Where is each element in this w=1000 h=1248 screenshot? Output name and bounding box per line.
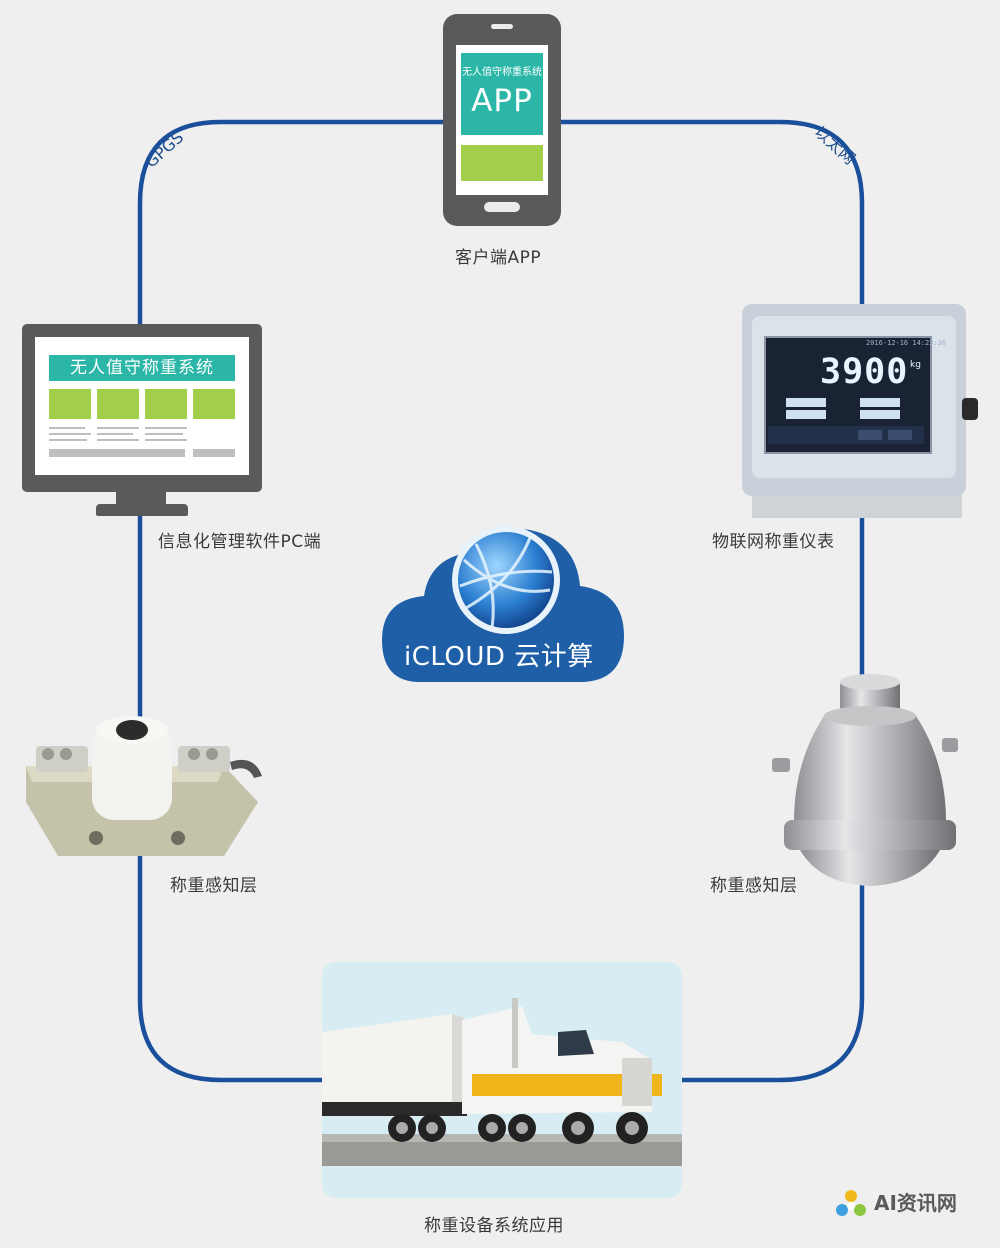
phone-screen: 无人值守称重系统 APP bbox=[456, 45, 548, 195]
monitor-text-line bbox=[145, 433, 183, 435]
app-content-block bbox=[461, 145, 543, 181]
monitor-screen: 无人值守称重系统 bbox=[35, 337, 249, 475]
right-sensor-caption: 称重感知层 bbox=[710, 876, 798, 896]
indicator-caption: 物联网称重仪表 bbox=[712, 532, 835, 552]
monitor-text-line bbox=[49, 439, 87, 441]
monitor-text-line bbox=[97, 433, 133, 435]
app-banner: 无人值守称重系统 APP bbox=[461, 53, 543, 135]
monitor-text-line bbox=[49, 433, 91, 435]
monitor-text-line bbox=[97, 427, 139, 429]
indicator-screen-fields bbox=[768, 398, 924, 444]
monitor-footer-bar bbox=[49, 449, 185, 457]
indicator-date: 2016-12-16 14:23:36 bbox=[866, 339, 947, 347]
right-load-sensor bbox=[772, 674, 958, 886]
pc-caption: 信息化管理软件PC端 bbox=[158, 532, 322, 552]
truck-scene bbox=[322, 962, 682, 1198]
monitor-tile bbox=[193, 389, 235, 419]
icloud-cloud bbox=[382, 526, 624, 682]
monitor-tile bbox=[49, 389, 91, 419]
monitor-stand bbox=[96, 504, 188, 516]
indicator-weight: 3900 bbox=[820, 352, 909, 392]
left-load-sensor bbox=[26, 716, 262, 856]
pc-monitor: 无人值守称重系统 bbox=[22, 324, 262, 492]
sparkle-icon bbox=[836, 1190, 866, 1216]
monitor-tile bbox=[97, 389, 139, 419]
phone-home-button bbox=[484, 202, 520, 212]
phone-speaker bbox=[491, 24, 513, 29]
left-sensor-caption: 称重感知层 bbox=[170, 876, 258, 896]
phone-device: 无人值守称重系统 APP bbox=[443, 14, 561, 226]
connector-path bbox=[137, 119, 865, 1083]
monitor-text-line bbox=[145, 439, 187, 441]
monitor-tile bbox=[145, 389, 187, 419]
cloud-label: iCLOUD 云计算 bbox=[404, 642, 594, 672]
monitor-text-line bbox=[97, 439, 139, 441]
app-system-name: 无人值守称重系统 bbox=[462, 67, 542, 78]
truck-caption: 称重设备系统应用 bbox=[424, 1216, 564, 1236]
indicator-knob bbox=[962, 398, 978, 420]
truck-illustration bbox=[322, 998, 682, 1166]
monitor-text-line bbox=[145, 427, 187, 429]
app-title: APP bbox=[471, 83, 533, 119]
watermark-text: AI资讯网 bbox=[874, 1191, 957, 1215]
monitor-text-line bbox=[49, 427, 85, 429]
monitor-footer-bar bbox=[193, 449, 235, 457]
monitor-title: 无人值守称重系统 bbox=[49, 355, 235, 381]
phone-caption: 客户端APP bbox=[455, 248, 542, 268]
indicator-unit: kg bbox=[910, 360, 921, 370]
